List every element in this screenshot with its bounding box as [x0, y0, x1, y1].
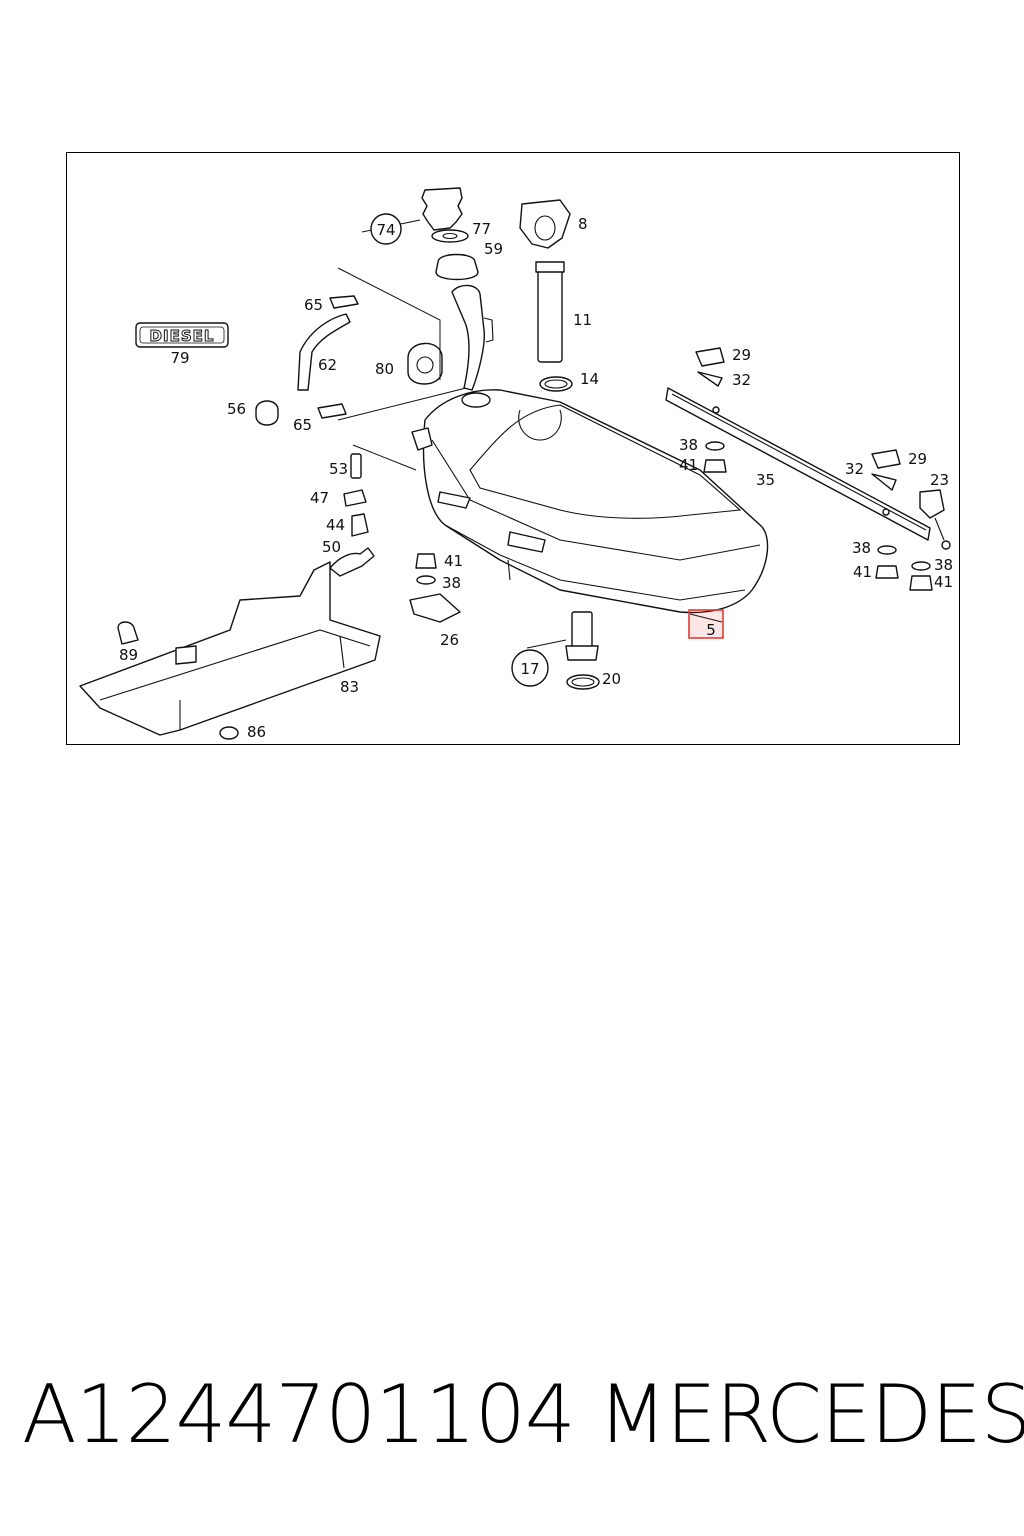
diesel-badge: DIESEL: [135, 322, 229, 348]
callout-29b: 29: [908, 450, 927, 468]
fasteners: [409, 441, 933, 623]
footer: A1244701104 MERCEDES: [0, 1368, 1024, 1478]
diesel-badge-text: DIESEL: [150, 327, 215, 345]
callout-50: 50: [322, 538, 341, 556]
leader-lines: [337, 219, 723, 649]
callout-38c: 38: [934, 556, 953, 574]
callout-74: 74: [376, 221, 395, 239]
callout-5: 5: [706, 621, 716, 639]
callout-80: 80: [375, 360, 394, 378]
callout-77: 77: [472, 220, 491, 238]
callout-17: 17: [520, 660, 539, 678]
filler-neck-assembly: [255, 187, 494, 426]
fuel-tank-part-5: [411, 389, 769, 614]
tank-strap-rail: [665, 347, 951, 550]
callout-83: 83: [340, 678, 359, 696]
part-number: A1244701104: [22, 1368, 576, 1461]
callout-32b: 32: [845, 460, 864, 478]
callout-56: 56: [227, 400, 246, 418]
callout-41b: 41: [853, 563, 872, 581]
highlight-box-part-5: [688, 609, 724, 639]
callout-20: 20: [602, 670, 621, 688]
callout-38b: 38: [852, 539, 871, 557]
callout-65a: 65: [304, 296, 323, 314]
fuel-tank-exploded-diagram: DIESEL 5 8 11 14 17 20 23 26 29 29 32 32…: [79, 187, 953, 741]
callout-47: 47: [310, 489, 329, 507]
callout-labels: 5 8 11 14 17 20 23 26 29 29 32 32 35 38 …: [119, 215, 953, 741]
callout-41c: 41: [934, 573, 953, 591]
underbody-cover-83: [79, 561, 381, 740]
callout-59: 59: [484, 240, 503, 258]
fuel-pickup-filter: [511, 611, 600, 690]
callout-35: 35: [756, 471, 775, 489]
callout-89: 89: [119, 646, 138, 664]
callout-26: 26: [440, 631, 459, 649]
callout-32a: 32: [732, 371, 751, 389]
callout-41a: 41: [679, 456, 698, 474]
callout-29a: 29: [732, 346, 751, 364]
callout-23: 23: [930, 471, 949, 489]
parts-diagram-frame: [66, 152, 960, 745]
callout-14: 14: [580, 370, 599, 388]
callout-41d: 41: [444, 552, 463, 570]
callout-65b: 65: [293, 416, 312, 434]
callout-62: 62: [318, 356, 337, 374]
callout-38d: 38: [442, 574, 461, 592]
callout-44: 44: [326, 516, 345, 534]
callout-86: 86: [247, 723, 266, 741]
callout-79: 79: [170, 349, 189, 367]
callout-11: 11: [573, 311, 592, 329]
callout-53: 53: [329, 460, 348, 478]
vent-fittings: [329, 453, 375, 577]
brand-name: MERCEDES: [598, 1368, 1024, 1461]
callout-38a: 38: [679, 436, 698, 454]
callout-8: 8: [578, 215, 588, 233]
callout-circle-74: [370, 213, 402, 245]
fuel-sender-unit: [519, 199, 573, 392]
